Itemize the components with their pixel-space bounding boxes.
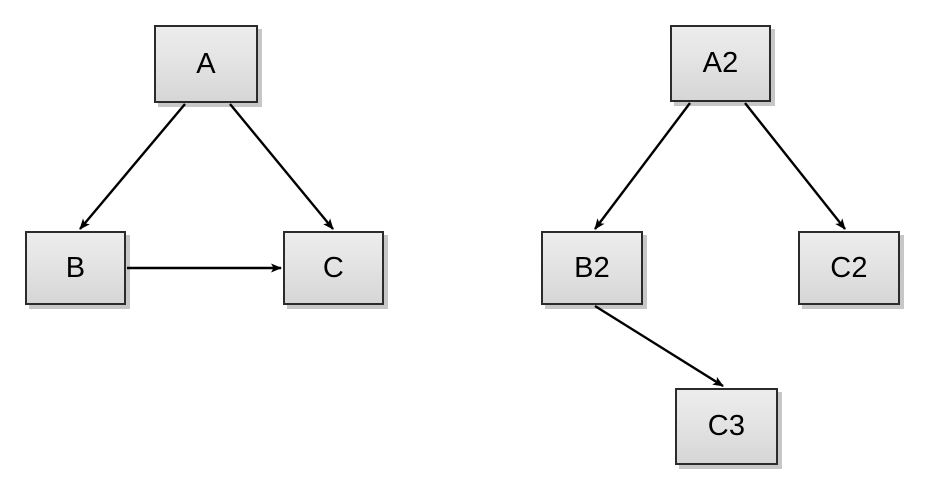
edges-graph-left <box>79 103 334 273</box>
edge-b2-to-c3[interactable] <box>594 304 724 388</box>
edge-a-to-b[interactable] <box>79 103 186 230</box>
node-c2[interactable]: C2 <box>798 231 900 305</box>
node-label-b2: B2 <box>574 251 610 284</box>
node-label-b: B <box>65 251 86 284</box>
node-label-c2: C2 <box>830 251 868 284</box>
node-b2[interactable]: B2 <box>541 231 643 305</box>
node-a[interactable]: A <box>154 25 258 103</box>
node-label-c3: C3 <box>707 410 746 442</box>
node-c3[interactable]: C3 <box>675 388 778 465</box>
node-label-a: A <box>196 47 216 80</box>
edge-a-to-c[interactable] <box>229 103 334 230</box>
node-a2[interactable]: A2 <box>670 25 771 102</box>
node-b[interactable]: B <box>25 231 126 305</box>
edge-a2-to-b2[interactable] <box>594 102 691 230</box>
node-label-c: C <box>322 251 345 284</box>
node-label-a2: A2 <box>702 47 739 79</box>
edges-graph-right <box>594 102 846 388</box>
node-c[interactable]: C <box>283 231 384 305</box>
edge-a2-to-c2[interactable] <box>744 102 846 230</box>
